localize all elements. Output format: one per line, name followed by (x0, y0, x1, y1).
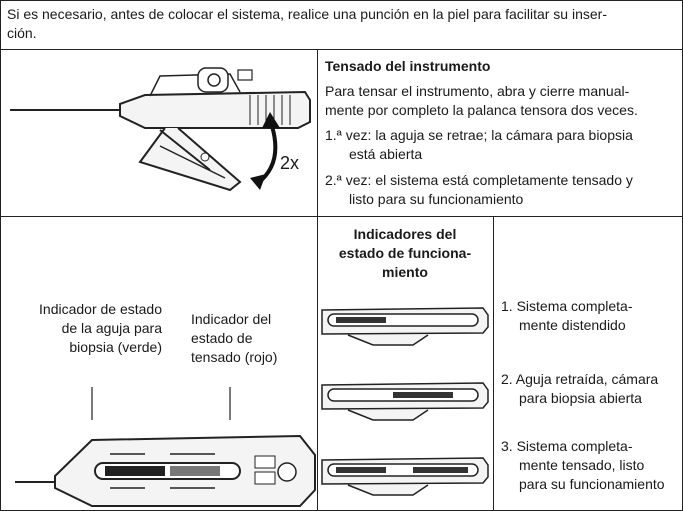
indicators-heading-line-1: Indicadores del (353, 226, 457, 242)
state-2-line-1: 2. Aguja retraída, cámara (501, 371, 659, 387)
table-border-top (0, 0, 683, 1)
state-3-line-3: para su funcionamiento (519, 476, 665, 492)
tensing-title: Tensado del instrumento (325, 58, 491, 74)
needle-indicator-label-line-2: de la aguja para (61, 320, 162, 336)
biopsy-instrument-indicator-illustration (15, 387, 316, 507)
tension-indicator-label-line-1: Indicador del (191, 311, 272, 327)
state-3-line-1: 3. Sistema completa- (501, 438, 633, 454)
tensing-desc-line-1: Para tensar el instrumento, abra y cierr… (325, 83, 630, 99)
state-2-line-2: para biopsia abierta (519, 390, 642, 406)
repeat-twice-label: 2x (280, 153, 300, 173)
row-divider-1 (0, 49, 683, 50)
state-2-indicator-illustration (321, 382, 489, 421)
needle-indicator-label-line-3: biopsia (verde) (69, 339, 162, 355)
intro-line-2: ción. (7, 25, 37, 41)
state-1-line-1: 1. Sistema completa- (501, 298, 633, 314)
tensing-step2-line-2: listo para su funcionamiento (349, 191, 524, 207)
intro-line-1: Si es necesario, antes de colocar el sis… (7, 6, 607, 22)
state-1-indicator-illustration (321, 307, 489, 346)
tension-indicator-label-line-3: tensado (rojo) (191, 349, 278, 365)
state-3-line-2: mente tensado, listo (519, 457, 645, 473)
tensing-step1-line-2: está abierta (349, 146, 423, 162)
column-divider-indicators-right (493, 216, 494, 510)
tension-indicator-label-line-2: estado de (191, 330, 253, 346)
tensing-desc-line-2: mente por completo la palanca tensora do… (325, 102, 638, 118)
needle-indicator-label-line-1: Indicador de estado (39, 301, 162, 317)
column-divider-top (317, 49, 318, 216)
table-border-left (0, 0, 1, 511)
indicators-heading-line-3: miento (382, 264, 428, 280)
indicators-heading-line-2: estado de funciona- (338, 245, 472, 261)
state-1-line-2: mente distendido (519, 317, 626, 333)
tensing-step1-line-1: 1.ª vez: la aguja se retrae; la cámara p… (325, 127, 633, 143)
row-divider-2 (0, 216, 683, 217)
biopsy-instrument-lever-illustration (10, 67, 311, 192)
state-3-indicator-illustration (321, 457, 489, 496)
tensing-step2-line-1: 2.ª vez: el sistema está completamente t… (325, 172, 633, 188)
column-divider-indicators-left (317, 216, 318, 510)
